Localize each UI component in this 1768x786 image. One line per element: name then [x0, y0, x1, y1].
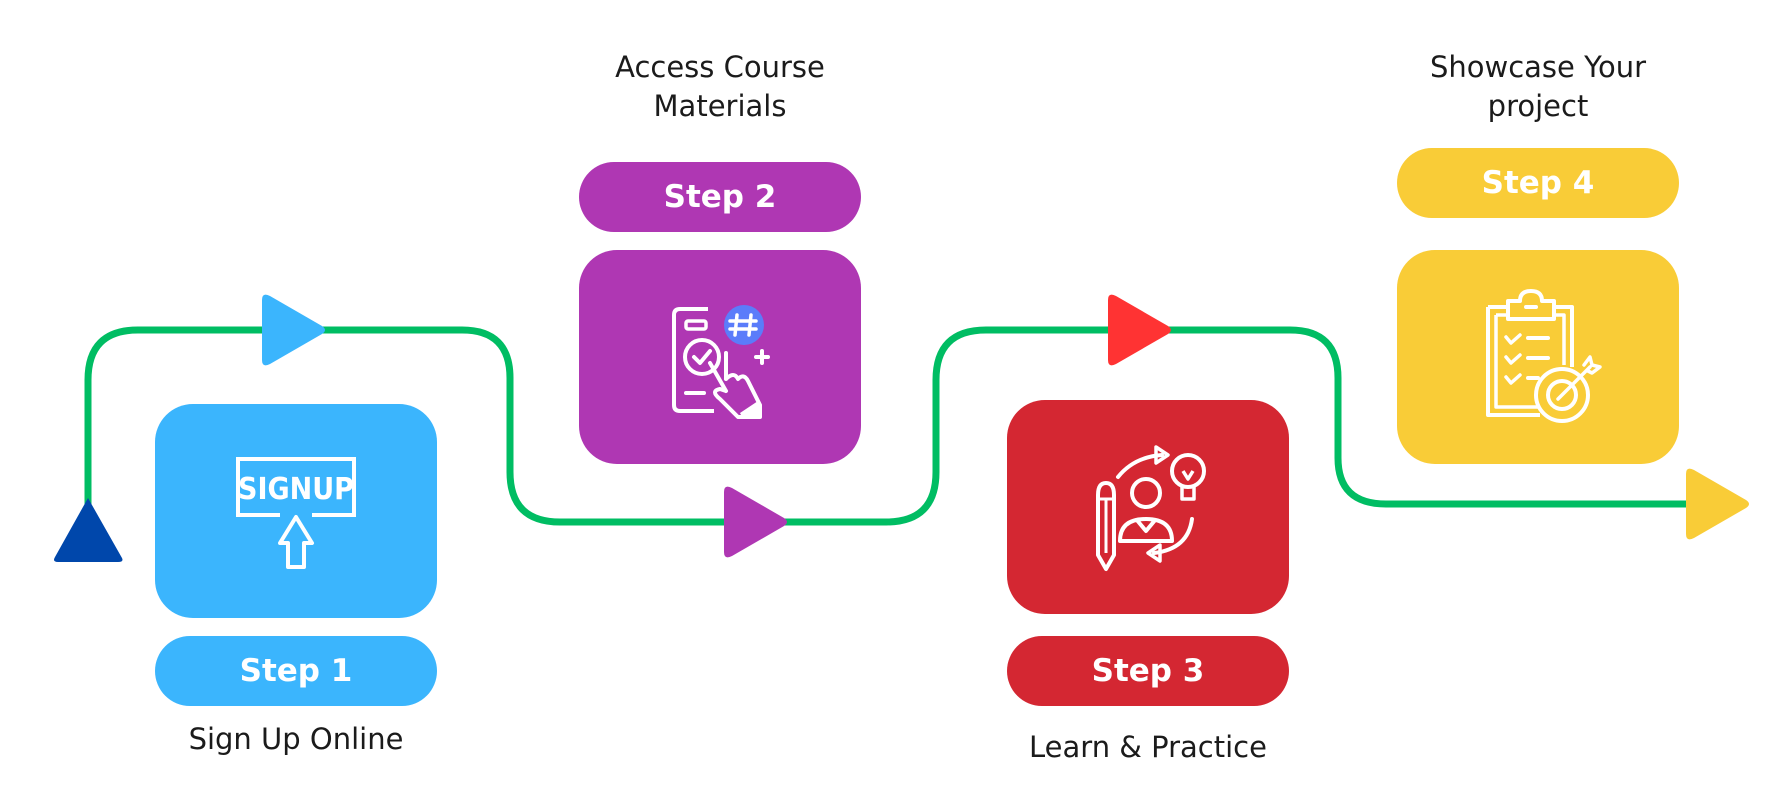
step2-card [579, 250, 861, 464]
step2-caption: Access Course Materials [615, 50, 825, 123]
step2-label: Step 2 [663, 179, 777, 215]
step3-label-pill[interactable]: Step 3 [1007, 636, 1289, 706]
journey-path [84, 326, 1704, 526]
step2-label-pill[interactable]: Step 2 [579, 162, 861, 232]
clipboard-target-icon [1486, 289, 1602, 423]
step4-caption: Showcase Your project [1429, 50, 1647, 123]
step1-arrow-marker [262, 294, 325, 366]
step3-arrow-marker [1108, 294, 1171, 366]
step1-caption: Sign Up Online [188, 722, 404, 756]
touch-phone-hashtag-icon [672, 305, 770, 419]
step4-label-pill[interactable]: Step 4 [1397, 148, 1679, 218]
step1-label: Step 1 [239, 653, 353, 689]
step1-label-pill[interactable]: Step 1 [155, 636, 437, 706]
signup-icon: SIGNUP [236, 457, 356, 569]
step4-arrow-marker [1686, 468, 1749, 540]
step3-card [1007, 400, 1289, 614]
signup-icon-text: SIGNUP [238, 472, 354, 507]
start-triangle-marker [54, 498, 123, 562]
learn-idea-cycle-icon [1096, 445, 1206, 571]
step4-card [1397, 250, 1679, 464]
step4-label: Step 4 [1481, 165, 1595, 201]
step2-arrow-marker [724, 486, 787, 558]
step3-label: Step 3 [1091, 653, 1205, 689]
step3-caption: Learn & Practice [1029, 730, 1267, 764]
step1-card: SIGNUP [155, 404, 437, 618]
